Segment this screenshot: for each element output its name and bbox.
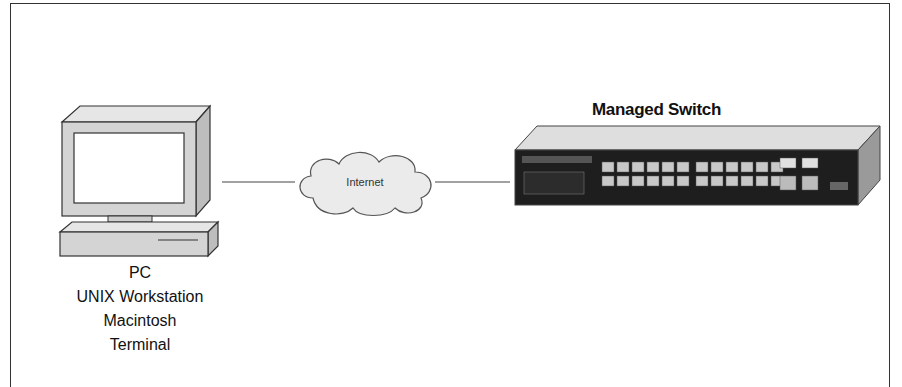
cloud-label: Internet — [346, 176, 383, 188]
device-type-label: Macintosh — [104, 309, 177, 333]
device-type-label: UNIX Workstation — [77, 285, 204, 309]
device-type-label: Terminal — [110, 333, 170, 357]
switch-node: Managed Switch — [510, 96, 885, 208]
switch-title: Managed Switch — [592, 100, 721, 120]
frame-line — [889, 3, 890, 387]
network-link — [222, 181, 295, 182]
device-type-label: PC — [129, 261, 151, 285]
network-link — [435, 181, 510, 182]
computer-icon — [58, 100, 222, 260]
computer-node: PCUNIX WorkstationMacintoshTerminal — [58, 100, 222, 357]
frame-line — [10, 3, 890, 4]
internet-cloud: Internet — [295, 148, 435, 216]
frame-line — [10, 3, 11, 387]
